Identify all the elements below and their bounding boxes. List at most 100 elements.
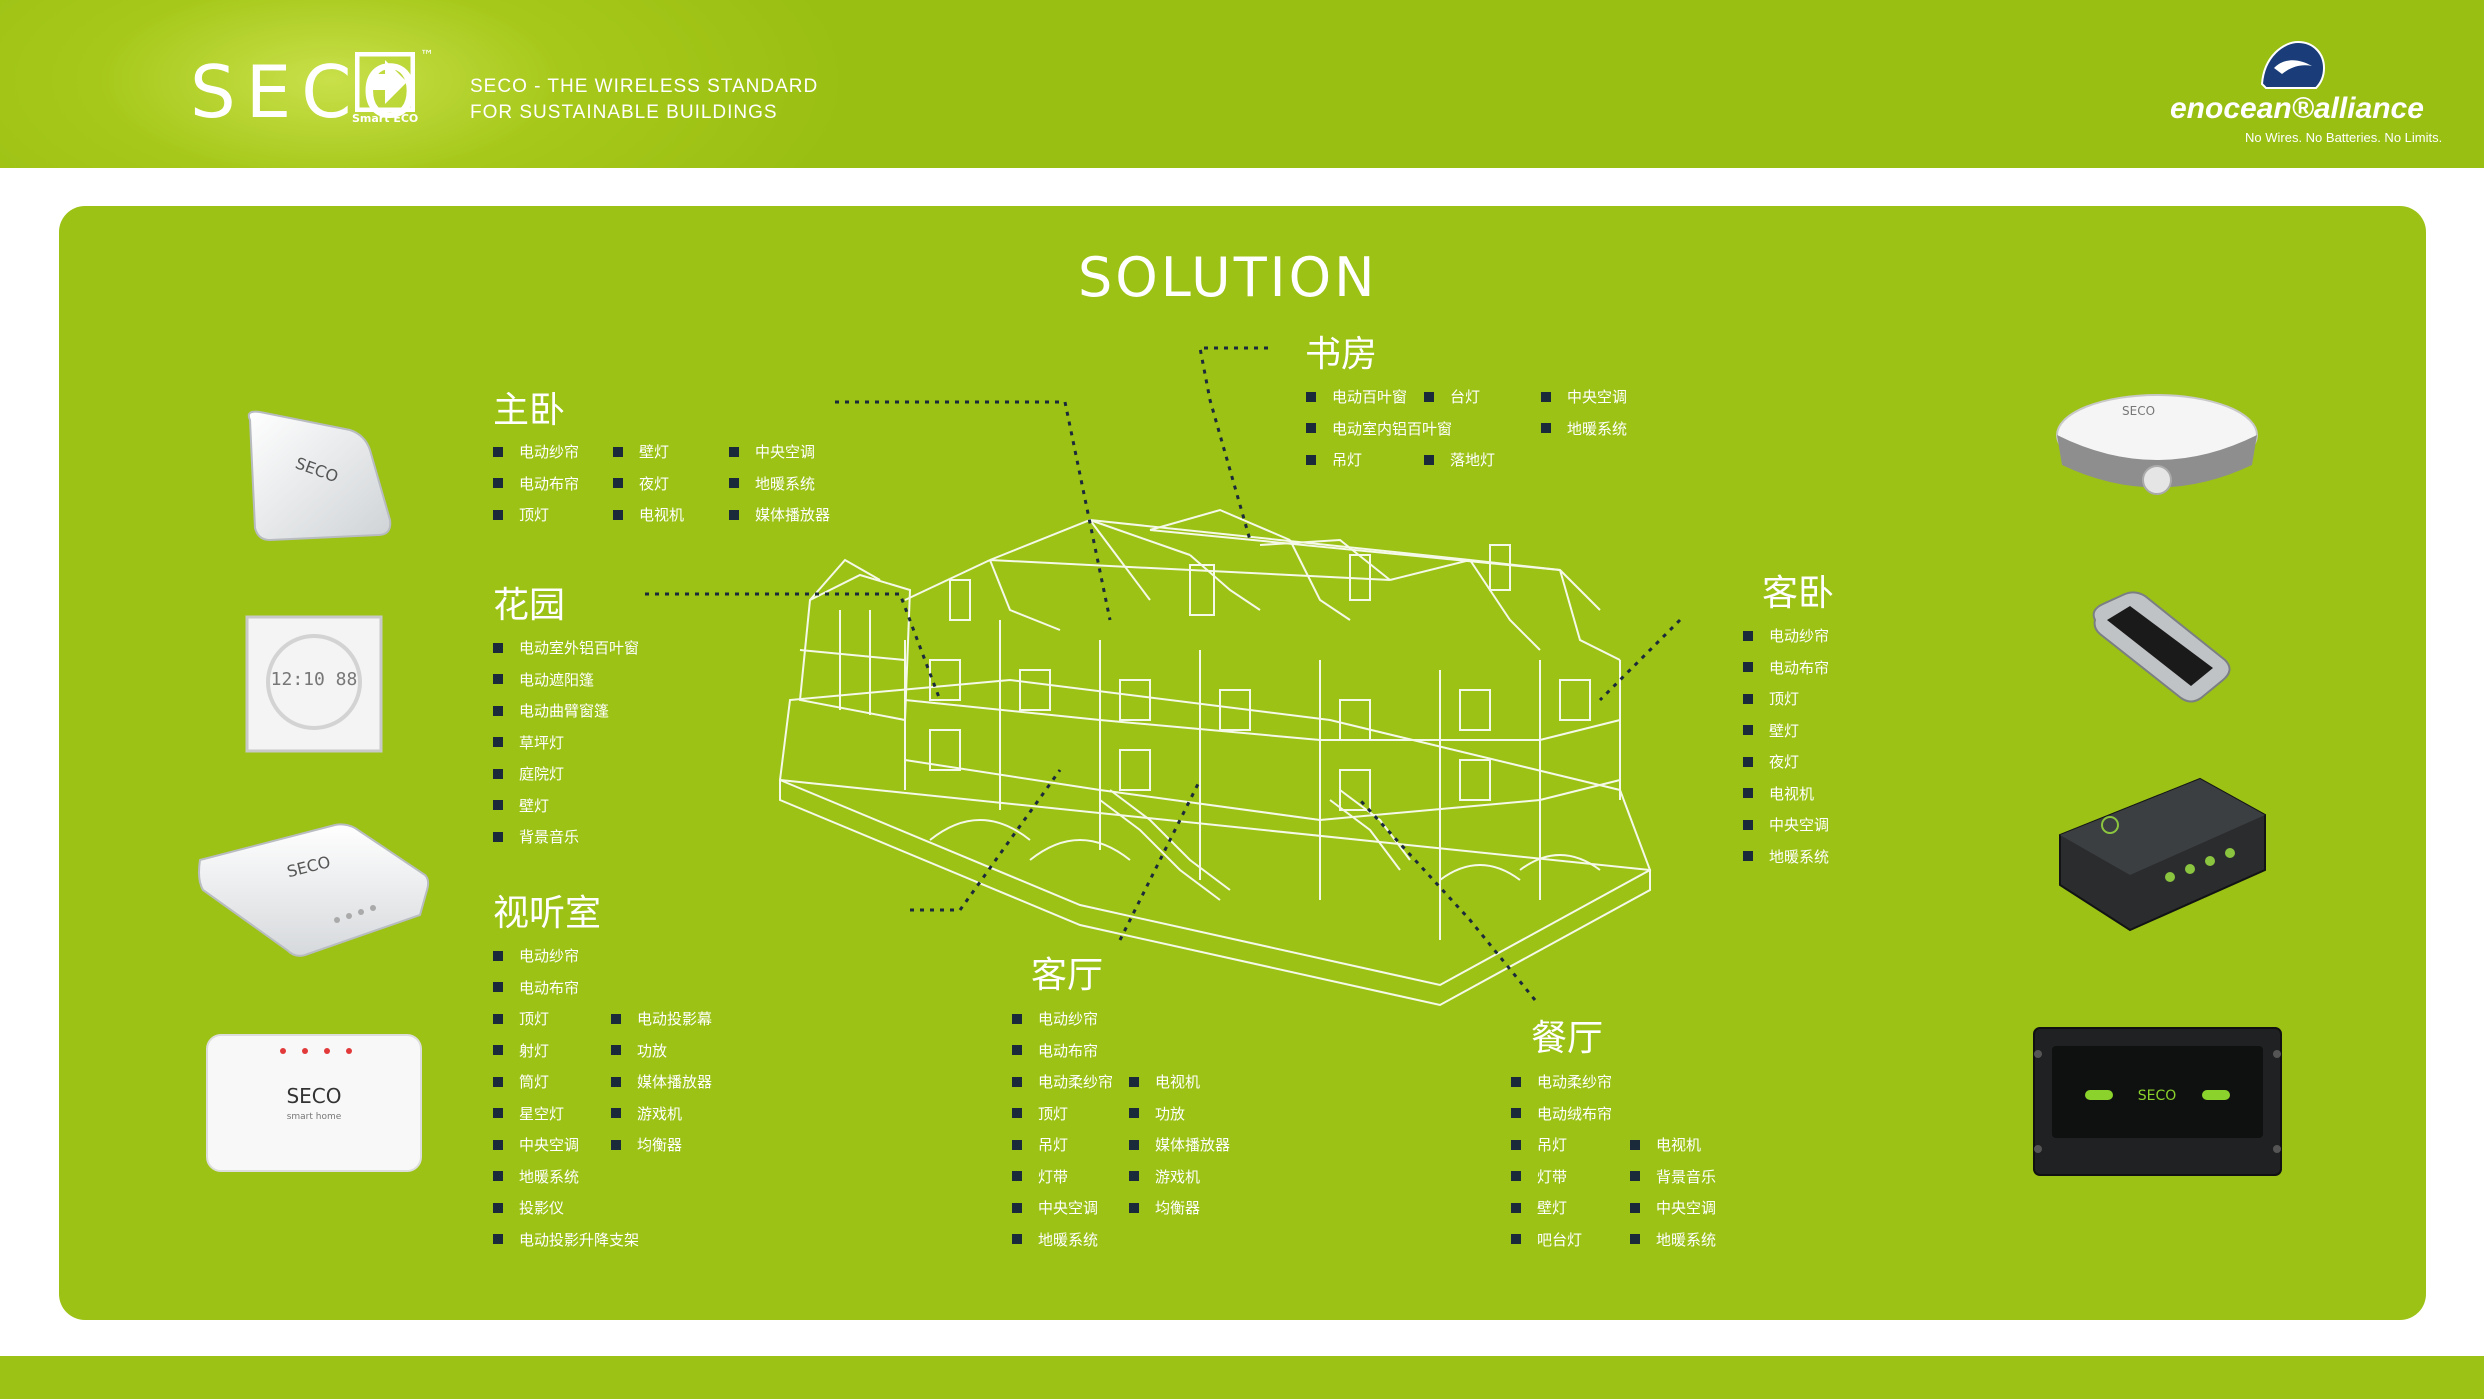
list-item: 顶灯 (1012, 1098, 1113, 1130)
room-title-dining-room: 餐厅 (1531, 1018, 1604, 1059)
tagline-line-2: FOR SUSTAINABLE BUILDINGS (470, 102, 778, 123)
bullet-icon (1129, 1171, 1139, 1182)
bullet-icon (493, 950, 503, 961)
list-item: 功放 (1129, 1098, 1230, 1130)
list-item: 顶灯 (493, 1003, 639, 1035)
bullet-icon (1743, 756, 1753, 767)
bullet-icon (1743, 630, 1753, 641)
list-item: 电动投影幕 (611, 1003, 712, 1035)
bullet-icon (613, 478, 623, 489)
gateway-device-icon: SECO (247, 410, 392, 542)
bullet-icon (611, 1013, 621, 1024)
list-item: 背景音乐 (1630, 1161, 1716, 1193)
thermostat-display: 12:10 88 (271, 669, 358, 690)
list-item: 中央空调 (1541, 381, 1627, 413)
bullet-icon (493, 1076, 503, 1087)
list-item: 电动遮阳篷 (493, 664, 639, 696)
bullet-icon (1541, 391, 1551, 402)
guest-bedroom-col1: 电动纱帘 电动布帘 顶灯 壁灯 夜灯 电视机 中央空调 地暖系统 (1743, 620, 1829, 872)
list-item: 壁灯 (1743, 715, 1829, 747)
list-item: 投影仪 (493, 1192, 639, 1224)
bullet-icon (729, 478, 739, 489)
list-item: 灯带 (1511, 1161, 1612, 1193)
bullet-icon (493, 1202, 503, 1213)
bullet-icon (1306, 454, 1316, 465)
list-item: 中央空调 (493, 1129, 639, 1161)
list-item: 夜灯 (1743, 746, 1829, 778)
bullet-icon (1129, 1108, 1139, 1119)
list-item: 电视机 (1129, 1066, 1230, 1098)
room-title-study: 书房 (1305, 334, 1378, 375)
room-title-garden: 花园 (493, 585, 566, 626)
bullet-icon (1511, 1076, 1521, 1087)
din-rail-actuator-icon (2059, 777, 2266, 932)
solution-panel (59, 206, 2426, 1320)
garden-col1: 电动室外铝百叶窗 电动遮阳篷 电动曲臂窗篷 草坪灯 庭院灯 壁灯 背景音乐 (493, 632, 639, 853)
list-item: 电动柔纱帘 (1012, 1066, 1113, 1098)
list-item: 夜灯 (613, 468, 684, 500)
list-item: 壁灯 (613, 436, 684, 468)
list-item: 筒灯 (493, 1066, 639, 1098)
bullet-icon (729, 509, 739, 520)
list-item: 射灯 (493, 1035, 639, 1067)
bullet-icon (493, 1139, 503, 1150)
list-item: 台灯 (1424, 381, 1495, 413)
bullet-icon (1743, 819, 1753, 830)
bullet-icon (1012, 1045, 1022, 1056)
master-bedroom-col3: 中央空调 地暖系统 媒体播放器 (729, 436, 830, 531)
list-item: 庭院灯 (493, 758, 639, 790)
seco-logo-mark-icon (355, 52, 415, 112)
list-item: 地暖系统 (1541, 413, 1627, 445)
smart-home-controller-icon: SECO smart home (206, 1034, 422, 1172)
bullet-icon (1630, 1171, 1640, 1182)
study-col1: 电动百叶窗 电动室内铝百叶窗 吊灯 (1306, 381, 1452, 476)
bullet-icon (1743, 693, 1753, 704)
list-item: 吊灯 (1012, 1129, 1113, 1161)
list-item: 落地灯 (1424, 444, 1495, 476)
list-item: 均衡器 (611, 1129, 712, 1161)
list-item: 地暖系统 (729, 468, 830, 500)
header-tagline: SECO - THE WIRELESS STANDARD FOR SUSTAIN… (470, 74, 818, 126)
device-sublabel: smart home (287, 1112, 342, 1122)
list-item: 游戏机 (1129, 1161, 1230, 1193)
bullet-icon (493, 446, 503, 457)
list-item: 电视机 (613, 499, 684, 531)
dining-room-col1: 电动柔纱帘 电动绒布帘 吊灯 灯带 壁灯 吧台灯 (1511, 1066, 1612, 1255)
seco-logo-text: SECO (190, 50, 429, 134)
dining-room-col2: 电视机 背景音乐 中央空调 地暖系统 (1630, 1129, 1716, 1255)
bullet-icon (1012, 1108, 1022, 1119)
list-item: 电动纱帘 (493, 940, 639, 972)
bullet-icon (1743, 725, 1753, 736)
list-item: 地暖系统 (1012, 1224, 1113, 1256)
bullet-icon (1511, 1139, 1521, 1150)
footer-bar (0, 1356, 2484, 1399)
device-label: SECO (286, 1084, 341, 1108)
list-item: 均衡器 (1129, 1192, 1230, 1224)
bullet-icon (1012, 1234, 1022, 1245)
bullet-icon (493, 982, 503, 993)
list-item: 顶灯 (1743, 683, 1829, 715)
bullet-icon (1306, 423, 1316, 434)
list-item: 媒体播放器 (1129, 1129, 1230, 1161)
list-item: 电动百叶窗 (1306, 381, 1452, 413)
list-item: 电动布帘 (1743, 652, 1829, 684)
bullet-icon (493, 478, 503, 489)
bullet-icon (493, 674, 503, 685)
bullet-icon (1630, 1202, 1640, 1213)
list-item: 电动曲臂窗篷 (493, 695, 639, 727)
bullet-icon (1129, 1076, 1139, 1087)
list-item: 媒体播放器 (729, 499, 830, 531)
list-item: 星空灯 (493, 1098, 639, 1130)
bullet-icon (1511, 1108, 1521, 1119)
list-item: 媒体播放器 (611, 1066, 712, 1098)
bullet-icon (1129, 1202, 1139, 1213)
bullet-icon (611, 1076, 621, 1087)
study-col2: 台灯 落地灯 (1424, 381, 1495, 476)
list-item: 中央空调 (729, 436, 830, 468)
bullet-icon (613, 446, 623, 457)
bullet-icon (729, 446, 739, 457)
bullet-icon (613, 509, 623, 520)
bullet-icon (493, 642, 503, 653)
bullet-icon (493, 1045, 503, 1056)
bullet-icon (611, 1139, 621, 1150)
